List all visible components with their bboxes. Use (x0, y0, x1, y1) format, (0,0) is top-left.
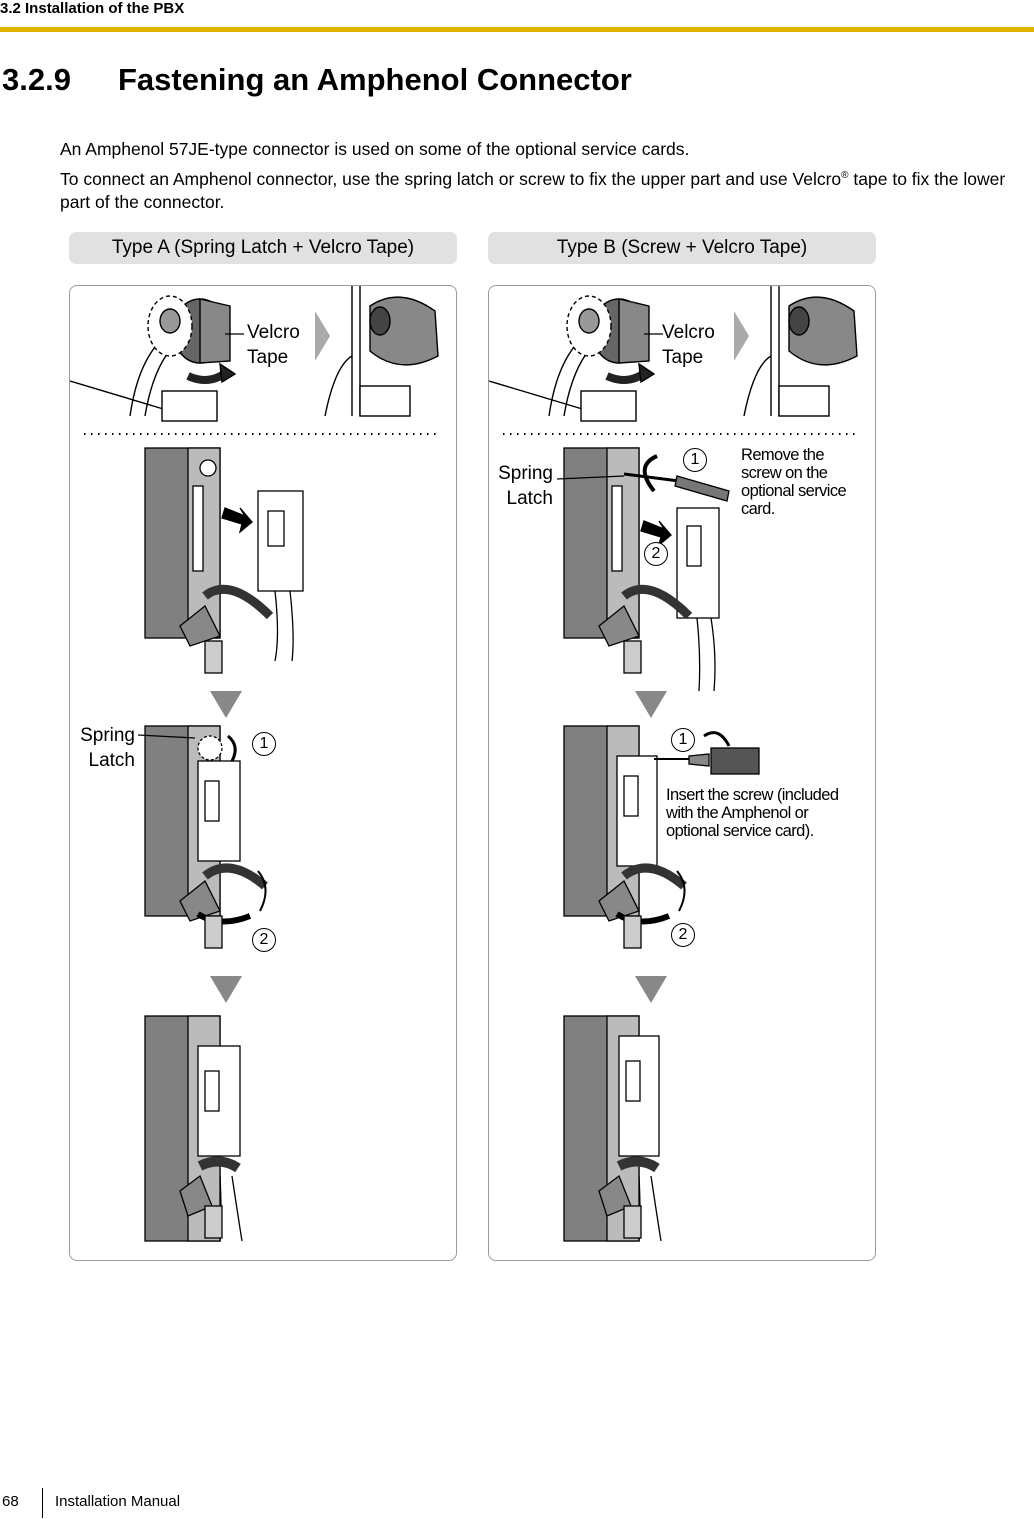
fastened-result-figure (144, 1015, 243, 1242)
remove-screw-note-line: card. (741, 500, 775, 518)
remove-screw-note-line: Remove the (741, 446, 825, 464)
step-1-marker: 1 (683, 448, 707, 472)
remove-screw-note-line: screw on the (741, 464, 828, 482)
insert-screw-note-line: with the Amphenol or (666, 804, 809, 822)
latch-fasten-figure (144, 725, 268, 949)
velcro-after-figure (743, 286, 858, 417)
registered-mark: ® (841, 170, 849, 181)
velcro-after-figure (324, 286, 439, 417)
type-a-illustration (70, 286, 439, 1242)
screw-insert-figure (563, 725, 760, 949)
step-arrow-right-icon (734, 311, 749, 361)
spring-latch-label-line1: Spring (80, 725, 135, 746)
step-down-arrow-icon (210, 976, 242, 1003)
step-down-arrow-icon (635, 976, 667, 1003)
spring-latch-label-line2: Latch (88, 750, 135, 771)
connector-insert-figure (144, 447, 304, 674)
page-number: 68 (2, 1493, 19, 1510)
velcro-before-figure (489, 295, 656, 422)
type-b-tab: Type B (Screw + Velcro Tape) (488, 232, 876, 264)
step-2-marker: 2 (252, 928, 276, 952)
type-b-panel: Velcro Tape Spring Latch 1 2 Remove the … (488, 285, 876, 1261)
step-2-marker: 2 (644, 542, 668, 566)
step-down-arrow-icon (635, 691, 667, 718)
step-down-arrow-icon (210, 691, 242, 718)
section-heading: 3.2.9 Fastening an Amphenol Connector (2, 62, 632, 98)
velcro-before-figure (70, 295, 237, 422)
intro-paragraph: An Amphenol 57JE-type connector is used … (60, 139, 690, 159)
step-arrow-right-icon (315, 311, 330, 361)
section-title: Fastening an Amphenol Connector (118, 62, 632, 97)
instruction-text-a: To connect an Amphenol connector, use th… (60, 168, 842, 189)
step-1-marker: 1 (671, 728, 695, 752)
insert-screw-note: Insert the screw (included with the Amph… (666, 786, 839, 840)
velcro-label-line1: Velcro (662, 322, 715, 343)
velcro-label-line2: Tape (662, 347, 704, 368)
insert-screw-note-line: Insert the screw (included (666, 786, 839, 804)
type-a-panel: Velcro Tape Spring Latch 1 2 (69, 285, 457, 1261)
remove-screw-note-line: optional service (741, 482, 847, 500)
velcro-label-line1: Velcro (247, 322, 300, 343)
section-number: 3.2.9 (2, 62, 71, 97)
spring-latch-label-line2: Latch (506, 488, 553, 509)
running-header: 3.2 Installation of the PBX (0, 0, 185, 17)
step-2-marker: 2 (671, 923, 695, 947)
document-name: Installation Manual (55, 1493, 181, 1510)
header-rule (0, 27, 1034, 32)
type-b-illustration (489, 286, 858, 1242)
instruction-text-b: tape to fix the lower part of the connec… (60, 168, 1006, 212)
spring-latch-label-line1: Spring (498, 463, 553, 484)
screw-remove-figure (563, 447, 730, 692)
velcro-label-line2: Tape (247, 347, 289, 368)
type-a-tab: Type A (Spring Latch + Velcro Tape) (69, 232, 457, 264)
remove-screw-note: Remove the screw on the optional service… (741, 446, 847, 518)
footer-divider (42, 1488, 43, 1518)
instruction-paragraph: To connect an Amphenol connector, use th… (60, 164, 1032, 214)
fastened-result-figure (563, 1015, 662, 1242)
step-1-marker: 1 (252, 732, 276, 756)
insert-screw-note-line: optional service card). (666, 822, 814, 840)
